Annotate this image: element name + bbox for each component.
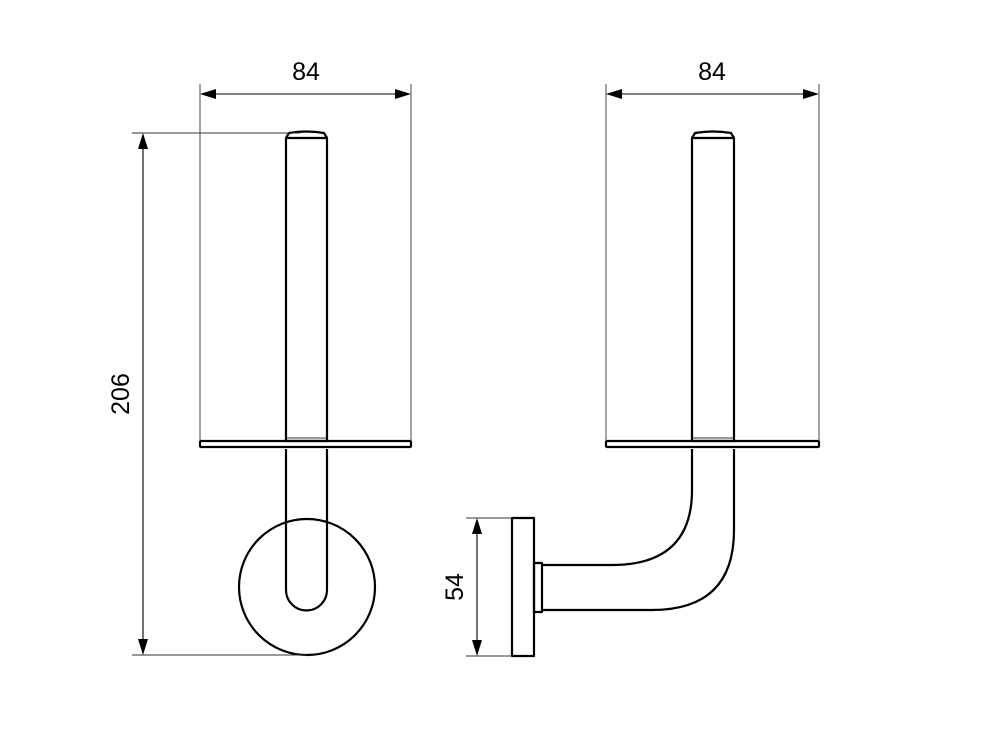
front-width-arrow-right [395, 89, 411, 99]
front-height-arrow-bottom [138, 639, 148, 655]
front-height-arrow-top [138, 133, 148, 149]
side-base-arrow-bottom [472, 640, 482, 656]
front-rosette [237, 517, 377, 657]
front-view: 84 206 [107, 58, 413, 657]
side-bent-arm [542, 449, 694, 567]
front-width-label: 84 [292, 58, 320, 86]
side-plate [604, 439, 821, 449]
side-width-label: 84 [698, 58, 726, 86]
side-base-label: 54 [441, 573, 469, 601]
side-wall-base [510, 516, 536, 658]
side-bent-arm-outer [542, 449, 736, 612]
side-view: 84 54 [441, 58, 821, 658]
front-width-arrow-left [200, 89, 216, 99]
side-collar [532, 561, 544, 614]
front-height-label: 206 [107, 373, 135, 415]
front-lower-arm [284, 449, 329, 612]
side-width-arrow-left [606, 89, 622, 99]
side-rod-cap [691, 130, 735, 139]
side-base-arrow-top [472, 518, 482, 534]
front-rod [284, 136, 329, 443]
side-rod [690, 136, 736, 443]
side-width-arrow-right [803, 89, 819, 99]
